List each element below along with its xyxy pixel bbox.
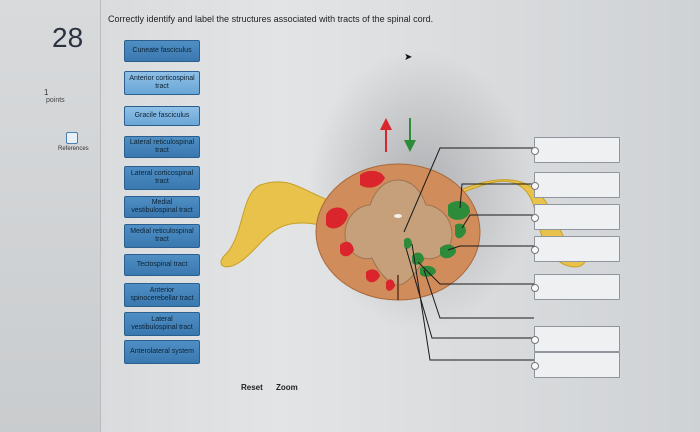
points-label: points — [46, 97, 65, 104]
points-value: 1 — [44, 88, 49, 97]
question-instruction: Correctly identify and label the structu… — [108, 14, 434, 24]
answer-slot-7[interactable] — [531, 352, 620, 378]
mouse-cursor-icon: ➤ — [404, 52, 413, 63]
reset-button[interactable]: Reset — [241, 383, 263, 392]
slot-anchor — [531, 214, 539, 222]
slot-anchor — [531, 246, 539, 254]
label-medial-vestibulospinal-tract[interactable]: Medial vestibulospinal tract — [124, 196, 200, 218]
tract-green-2 — [455, 223, 466, 239]
answer-slot-3[interactable] — [531, 204, 620, 230]
leader-lines — [403, 147, 534, 361]
tract-red-3 — [340, 241, 354, 257]
left-spinal-nerve — [220, 181, 341, 268]
label-tectospinal-tract[interactable]: Tectospinal tract — [124, 254, 200, 276]
arrow-up-icon — [380, 118, 392, 152]
label-anterolateral-system[interactable]: Anterolateral system — [124, 340, 200, 364]
answer-slot-6[interactable] — [531, 326, 620, 352]
label-anterior-corticospinal-tract[interactable]: Anterior corticospinal tract — [124, 71, 200, 95]
tract-red-4 — [366, 269, 380, 283]
tract-green-5 — [404, 237, 412, 249]
label-medial-reticulospinal-tract[interactable]: Medial reticulospinal tract — [124, 224, 200, 248]
answer-slot-4[interactable] — [531, 236, 620, 262]
slot-anchor — [531, 362, 539, 370]
answer-slot-1[interactable] — [531, 137, 620, 163]
tract-green-3 — [440, 244, 456, 259]
label-lateral-vestibulospinal-tract[interactable]: Lateral vestibulospinal tract — [124, 312, 200, 336]
slot-anchor — [531, 336, 539, 344]
references-icon[interactable] — [66, 132, 78, 144]
tract-green-1 — [448, 200, 470, 220]
slot-anchor — [531, 182, 539, 190]
tract-red-5 — [386, 279, 395, 291]
zoom-button[interactable]: Zoom — [276, 383, 298, 392]
label-lateral-corticospinal-tract[interactable]: Lateral corticospinal tract — [124, 166, 200, 190]
central-canal — [394, 214, 402, 218]
label-anterior-spinocerebellar-tract[interactable]: Anterior spinocerebellar tract — [124, 283, 200, 307]
tract-red-1 — [360, 170, 385, 188]
references-label[interactable]: References — [58, 146, 89, 152]
arrow-down-icon — [404, 118, 416, 152]
question-sidebar: 28 1 points References — [0, 0, 101, 432]
answer-slot-5[interactable] — [531, 274, 620, 300]
slot-anchor — [531, 284, 539, 292]
label-gracile-fasciculus[interactable]: Gracile fasciculus — [124, 106, 200, 126]
answer-slot-2[interactable] — [531, 172, 620, 198]
label-lateral-reticulospinal-tract[interactable]: Lateral reticulospinal tract — [124, 136, 200, 158]
label-cuneate-fasciculus[interactable]: Cuneate fasciculus — [124, 40, 200, 62]
question-number: 28 — [52, 22, 84, 53]
tract-red-2 — [326, 207, 348, 229]
slot-anchor — [531, 147, 539, 155]
